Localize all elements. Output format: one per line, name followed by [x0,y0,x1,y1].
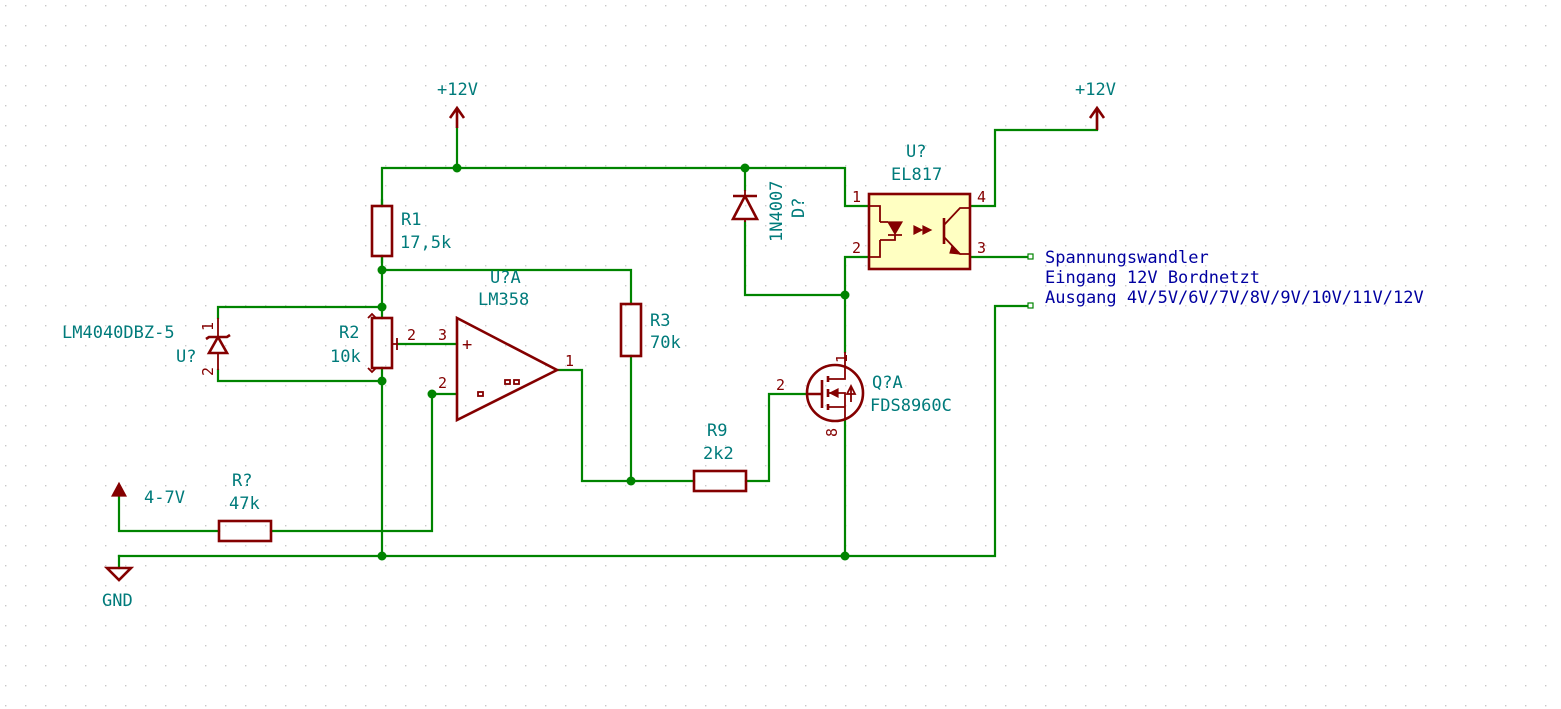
mosfet-ref: Q?A [872,373,903,393]
opamp-value: LM358 [478,290,529,310]
wire-opamp-out [555,368,696,483]
r3-ref: R3 [650,311,670,331]
junction-diode-top [740,163,750,173]
junction-gnd-right [840,551,850,561]
resistor-r1: R1 17,5k [370,198,451,264]
resistor-r9: R9 2k2 [692,421,748,493]
wire-opto-pin2 [843,255,871,354]
power-12v-left: +12V [437,80,478,128]
opamp-pin-plus: 3 [438,326,447,344]
wire-zener-top [216,305,384,320]
diode-value: 1N4007 [767,181,787,242]
power-label-input: 4-7V [144,488,185,508]
opto-value: EL817 [891,165,942,185]
zener-value: LM4040DBZ-5 [62,323,175,343]
connector-out-bottom [1027,302,1034,309]
mosfet-fds8960c: 2 1 8 Q?A FDS8960C [776,352,952,437]
resistor-input: R? 47k [217,471,273,543]
opto-body [867,192,972,271]
note-line-3: Ausgang 4V/5V/6V/7V/8V/9V/10V/11V/12V [1045,288,1424,308]
r2-wiper-arrow [393,338,398,350]
wire-opamp-minus [269,392,459,533]
power-12v-right: +12V [1075,80,1116,130]
r9-value: 2k2 [703,444,734,464]
power-input: 4-7V [110,481,185,508]
junction-ref-bottom [377,376,387,386]
mosfet-pin-drain: 1 [833,354,851,363]
r1-value: 17,5k [400,233,451,253]
r9-ref: R9 [707,421,727,441]
r3-value: 70k [650,333,681,353]
zener-reference: 1 2 LM4040DBZ-5 U? [62,318,231,376]
wire-input [117,494,221,533]
resistor-r3: R3 70k [619,302,681,358]
zener-ref: U? [176,347,196,367]
note-line-2: Eingang 12V Bordnetzt [1045,268,1260,288]
power-label-12v-right: +12V [1075,80,1116,100]
wire-12v-rail [380,166,871,208]
opamp-ref: U?A [490,268,521,288]
power-gnd: GND [102,566,135,611]
wire-zener-bottom [216,368,384,383]
r1-ref: R1 [401,210,421,230]
opto-ref: U? [906,142,926,162]
note-block: Spannungswandler Eingang 12V Bordnetzt A… [1045,248,1424,308]
opamp-pin-out: 1 [565,352,574,370]
rin-value: 47k [229,494,260,514]
opto-pin-4: 4 [977,188,986,206]
note-line-1: Spannungswandler [1045,248,1209,268]
r2-value: 10k [330,347,361,367]
zener-pin-2: 2 [199,367,217,376]
junction-r1-node [377,265,387,275]
diode-ref: D? [789,198,809,218]
opto-pin-1: 1 [852,188,861,206]
power-label-12v-left: +12V [437,80,478,100]
diode-1n4007: 1N4007 D? [730,181,809,242]
junction-ref-top [377,302,387,312]
junction-r3-r9 [626,476,636,486]
zener-pin-1: 1 [199,322,217,331]
connector-out-top [1027,253,1034,260]
opamp-plus-sign: + [462,335,472,355]
opamp-triangle [455,315,560,423]
junction-drain [840,290,850,300]
opamp-lm358: + 3 2 1 U?A LM358 [438,268,574,423]
junction-opamp-minus [427,389,437,399]
junction-gnd-left [377,551,387,561]
wire-r3-top [380,268,633,306]
r2-ref: R2 [339,323,359,343]
wire-r9-gate [744,392,808,483]
mosfet-value: FDS8960C [870,396,952,416]
junctions [377,163,850,561]
power-label-gnd: GND [102,591,133,611]
wire-gnd-rail [117,304,1032,558]
optocoupler-el817: 1 2 3 4 U? EL817 [852,142,986,271]
opamp-pin-minus: 2 [438,374,447,392]
r2-pin-wiper: 2 [407,326,416,344]
opto-pin-2: 2 [852,239,861,257]
wires [117,108,1099,570]
junction-12v [452,163,462,173]
wire-diode-cathode [743,220,847,297]
potentiometer-r2: R2 10k 2 [330,312,416,374]
mosfet-pin-gate: 2 [776,376,785,394]
r2-body [370,316,394,370]
opto-pin-3: 3 [977,239,986,257]
rin-ref: R? [232,471,252,491]
mosfet-pin-source: 8 [823,428,841,437]
